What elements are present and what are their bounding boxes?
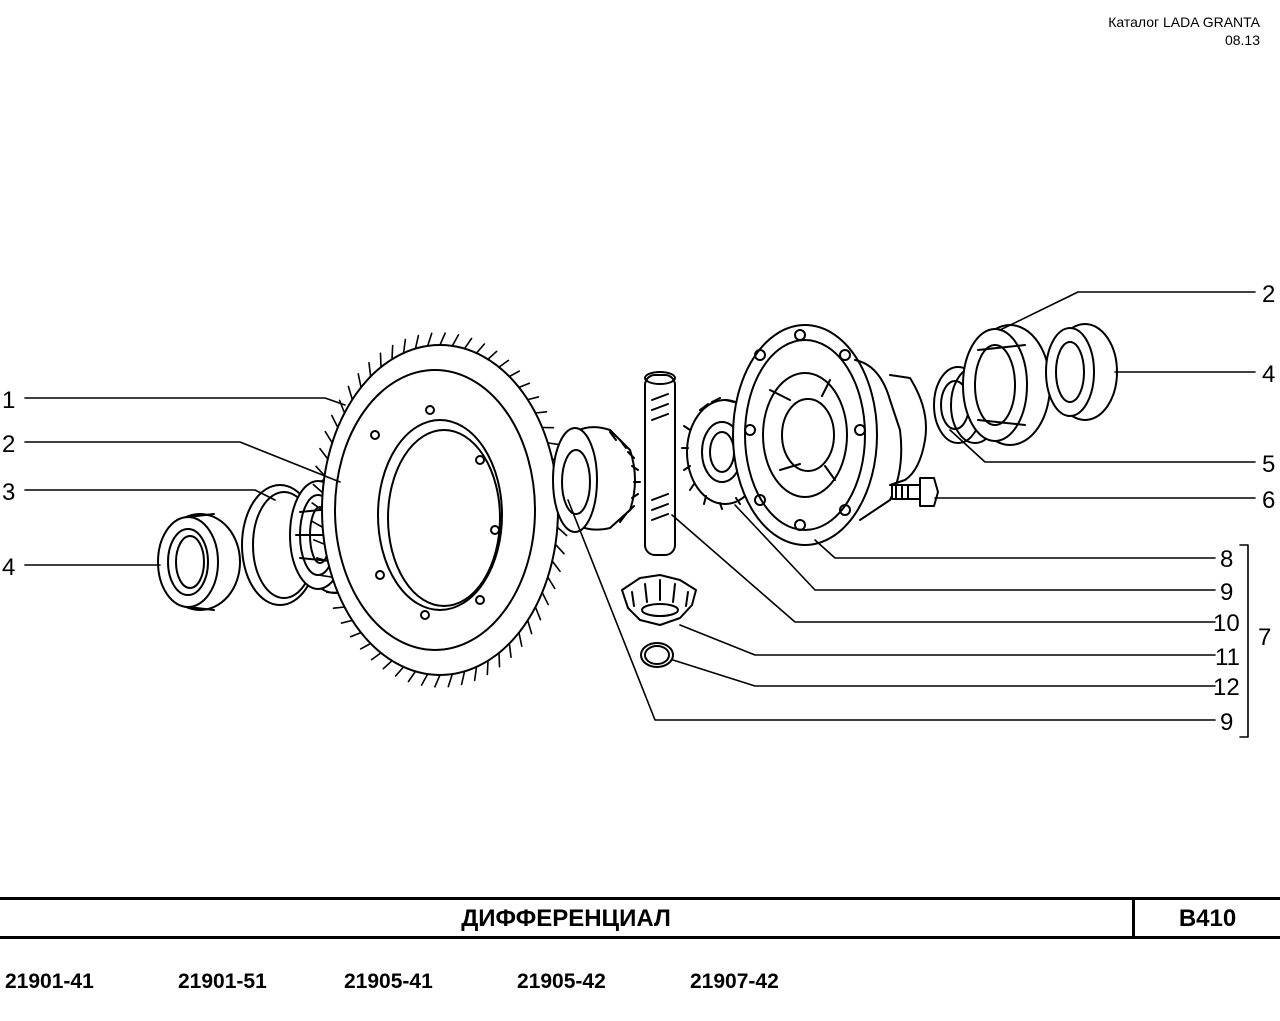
satellite-gear — [621, 574, 697, 626]
gear-tooth — [338, 399, 346, 414]
gear-tooth — [487, 350, 498, 361]
gear-tooth — [315, 557, 329, 562]
gear-tooth — [426, 332, 433, 347]
gear-tooth — [526, 396, 540, 401]
callout-3: 3 — [2, 479, 15, 506]
catalog-header: Каталог LADA GRANTA 08.13 — [1108, 13, 1260, 49]
left-oil-seal — [157, 513, 241, 611]
gear-tooth — [311, 502, 323, 511]
gear-tooth — [518, 631, 523, 647]
gear-tooth — [359, 642, 372, 650]
gear-tooth — [330, 414, 339, 429]
catalog-name: Каталог LADA GRANTA — [1108, 14, 1260, 30]
right-oil-seal — [1045, 323, 1118, 421]
gear-tooth — [311, 520, 324, 529]
leader-lines — [24, 291, 1256, 738]
callout-7-group: 7 — [1258, 624, 1271, 651]
model-list: 21901-41 21901-51 21905-41 21905-42 2190… — [0, 970, 1280, 1000]
gear-tooth — [414, 334, 420, 350]
final-drive-ring-gear — [311, 332, 569, 688]
section-code: B410 — [1178, 905, 1237, 932]
gear-tooth — [447, 673, 454, 688]
model-code: 21907-42 — [690, 970, 779, 993]
gear-tooth — [526, 619, 533, 635]
callout-8: 8 — [1220, 546, 1233, 573]
callout-2-left: 2 — [2, 431, 15, 458]
gear-tooth — [319, 447, 329, 460]
gear-tooth — [324, 430, 334, 444]
callout-6: 6 — [1262, 487, 1275, 514]
gear-tooth — [315, 465, 326, 477]
gear-tooth — [498, 652, 501, 668]
gear-tooth — [340, 619, 354, 624]
page-title: ДИФФЕРЕНЦИАЛ — [461, 905, 671, 932]
gear-tooth — [475, 343, 486, 354]
gear-tooth — [463, 337, 473, 350]
gear-tooth — [460, 670, 466, 686]
gear-tooth — [546, 442, 560, 446]
gear-tooth — [368, 361, 372, 378]
callout-11: 11 — [1215, 644, 1240, 671]
callout-1: 1 — [2, 387, 15, 414]
left-side-gear — [552, 426, 641, 533]
gear-tooth — [312, 483, 324, 494]
callout-labels: 1 2 3 4 2 4 5 6 8 9 10 11 12 9 7 — [2, 281, 1275, 736]
catalog-date: 08.13 — [1224, 32, 1260, 48]
gear-tooth — [498, 359, 510, 368]
satellite-axle — [644, 371, 676, 556]
title-divider — [1132, 900, 1135, 936]
callout-4-left: 4 — [2, 554, 15, 581]
gear-tooth — [486, 659, 489, 676]
gear-tooth — [541, 591, 550, 606]
model-code: 21901-51 — [178, 970, 267, 993]
gear-tooth — [332, 606, 346, 610]
retaining-ring — [640, 642, 674, 668]
gear-tooth — [357, 373, 362, 389]
gear-tooth — [508, 370, 521, 378]
gear-tooth — [451, 334, 460, 347]
gear-tooth — [370, 652, 382, 661]
gear-tooth — [551, 560, 561, 573]
differential-exploded-diagram: 1 2 3 4 2 4 5 6 8 9 10 11 12 9 7 — [2, 281, 1275, 738]
title-bar: ДИФФЕРЕНЦИАЛ B410 — [0, 897, 1280, 939]
gear-tooth — [534, 410, 548, 414]
gear-tooth — [402, 338, 407, 354]
gear-tooth — [556, 526, 568, 537]
gear-tooth — [347, 385, 354, 401]
gear-tooth — [382, 659, 393, 670]
gear-tooth — [546, 576, 556, 590]
callout-2-right: 2 — [1262, 281, 1275, 308]
callout-5: 5 — [1262, 451, 1275, 478]
gear-tooth — [349, 631, 362, 638]
gear-tooth — [508, 642, 512, 659]
gear-tooth — [518, 382, 531, 389]
gear-tooth — [554, 543, 565, 555]
gear-tooth — [379, 352, 382, 368]
model-code: 21901-41 — [5, 970, 94, 993]
gear-tooth — [434, 674, 441, 688]
model-code: 21905-42 — [517, 970, 606, 993]
gear-tooth — [394, 666, 405, 677]
gear-tooth — [391, 344, 394, 361]
bolt — [891, 477, 939, 507]
gear-tooth — [320, 574, 334, 578]
callout-10: 10 — [1213, 610, 1240, 637]
gear-tooth — [407, 670, 417, 683]
gear-tooth — [420, 673, 429, 686]
gear-tooth — [439, 332, 446, 346]
callout-9-lower: 9 — [1220, 709, 1233, 736]
callout-9-upper: 9 — [1220, 579, 1233, 606]
right-bearing — [962, 324, 1051, 446]
gear-tooth — [473, 666, 478, 682]
callout-4-right: 4 — [1262, 361, 1275, 388]
differential-case — [732, 324, 927, 546]
callout-12: 12 — [1213, 674, 1240, 701]
model-code: 21905-41 — [344, 970, 433, 993]
gear-tooth — [534, 606, 542, 621]
gear-tooth — [313, 539, 326, 546]
